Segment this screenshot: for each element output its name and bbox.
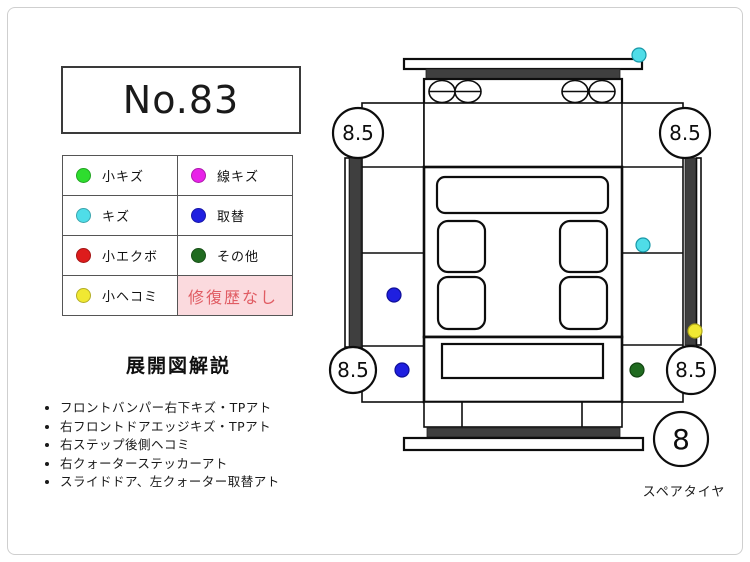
damage-note: 右クォーターステッカーアト: [60, 455, 360, 474]
damage-note: 右ステップ後側ヘコミ: [60, 436, 360, 455]
legend-label: 線キズ: [217, 170, 260, 185]
legend-item-small-dimple: 小エクボ: [63, 236, 178, 276]
damage-note: フロントバンパー右下キズ・TPアト: [60, 399, 360, 418]
sheet-number-box: No.83: [61, 66, 301, 134]
sheet-number: No.83: [122, 78, 240, 122]
damage-legend: 小キズ 線キズ キズ 取替 小エクボ その他 小ヘコミ 修復歴なし: [62, 155, 293, 316]
tire-size-label: 8.5: [675, 358, 707, 382]
legend-label: 小ヘコミ: [102, 290, 159, 305]
left-step-rail: [344, 157, 362, 348]
spare-tire-caption: スペアタイヤ: [643, 485, 726, 500]
no-repair-history-badge: 修復歴なし: [178, 276, 293, 316]
rear-garnish-bar: [426, 427, 621, 438]
explanation-heading: 展開図解説: [125, 355, 231, 377]
damage-marker-left-quarter-replace: [394, 362, 410, 378]
front-bumper: [402, 57, 644, 71]
legend-item-small-scratch: 小キズ: [63, 156, 178, 196]
tire-front-left: 8.5: [331, 106, 385, 160]
legend-label: 取替: [217, 210, 246, 225]
rear-bumper: [402, 436, 645, 452]
legend-item-scratch: キズ: [63, 196, 178, 236]
spare-tire-size-label: 8: [672, 423, 690, 456]
damage-markers: [386, 47, 703, 378]
magenta-dot-icon: [191, 168, 206, 183]
tire-front-right: 8.5: [658, 106, 712, 160]
tire-rear-left: 8.5: [328, 345, 378, 395]
tire-size-label: 8.5: [337, 358, 369, 382]
rear-window: [440, 342, 605, 380]
windshield: [435, 175, 610, 215]
damage-note: 右フロントドアエッジキズ・TPアト: [60, 418, 360, 437]
tire-size-label: 8.5: [669, 121, 701, 145]
legend-item-small-dent: 小ヘコミ: [63, 276, 178, 316]
legend-item-other: その他: [178, 236, 293, 276]
tire-rear-right: 8.5: [665, 344, 717, 396]
legend-label: 小エクボ: [102, 250, 159, 265]
damage-marker-left-slide-door-replace: [386, 287, 402, 303]
blue-dot-icon: [191, 208, 206, 223]
vehicle-unfolded-diagram: 8.5 8.5 8.5 8.5 8 スペアタイヤ: [328, 47, 726, 500]
no-repair-history-label: 修復歴なし: [188, 287, 279, 307]
green-dot-icon: [76, 168, 91, 183]
spare-tire: 8 スペアタイヤ: [643, 410, 726, 500]
damage-marker-front-bumper-right-scratch: [631, 47, 647, 63]
legend-label: その他: [217, 250, 260, 265]
cyan-dot-icon: [76, 208, 91, 223]
dark-green-dot-icon: [191, 248, 206, 263]
damage-marker-right-quarter-other: [629, 362, 645, 378]
legend-label: 小キズ: [102, 170, 145, 185]
yellow-dot-icon: [76, 288, 91, 303]
damage-marker-right-front-door-edge-scratch: [635, 237, 651, 253]
roof-window-sections: [436, 219, 609, 331]
damage-note: スライドドア、左クォーター取替アト: [60, 473, 360, 492]
damage-marker-right-step-rear-dent: [687, 323, 703, 339]
red-dot-icon: [76, 248, 91, 263]
front-grille-bar: [425, 68, 621, 80]
hood-panel: [423, 102, 623, 168]
legend-item-replaced: 取替: [178, 196, 293, 236]
right-step-rail: [684, 157, 702, 346]
tire-size-label: 8.5: [342, 121, 374, 145]
rear-lower-panel: [423, 401, 623, 428]
legend-label: キズ: [102, 210, 131, 225]
damage-notes-list: フロントバンパー右下キズ・TPアト 右フロントドアエッジキズ・TPアト 右ステッ…: [44, 399, 360, 492]
legend-item-line-scratch: 線キズ: [178, 156, 293, 196]
